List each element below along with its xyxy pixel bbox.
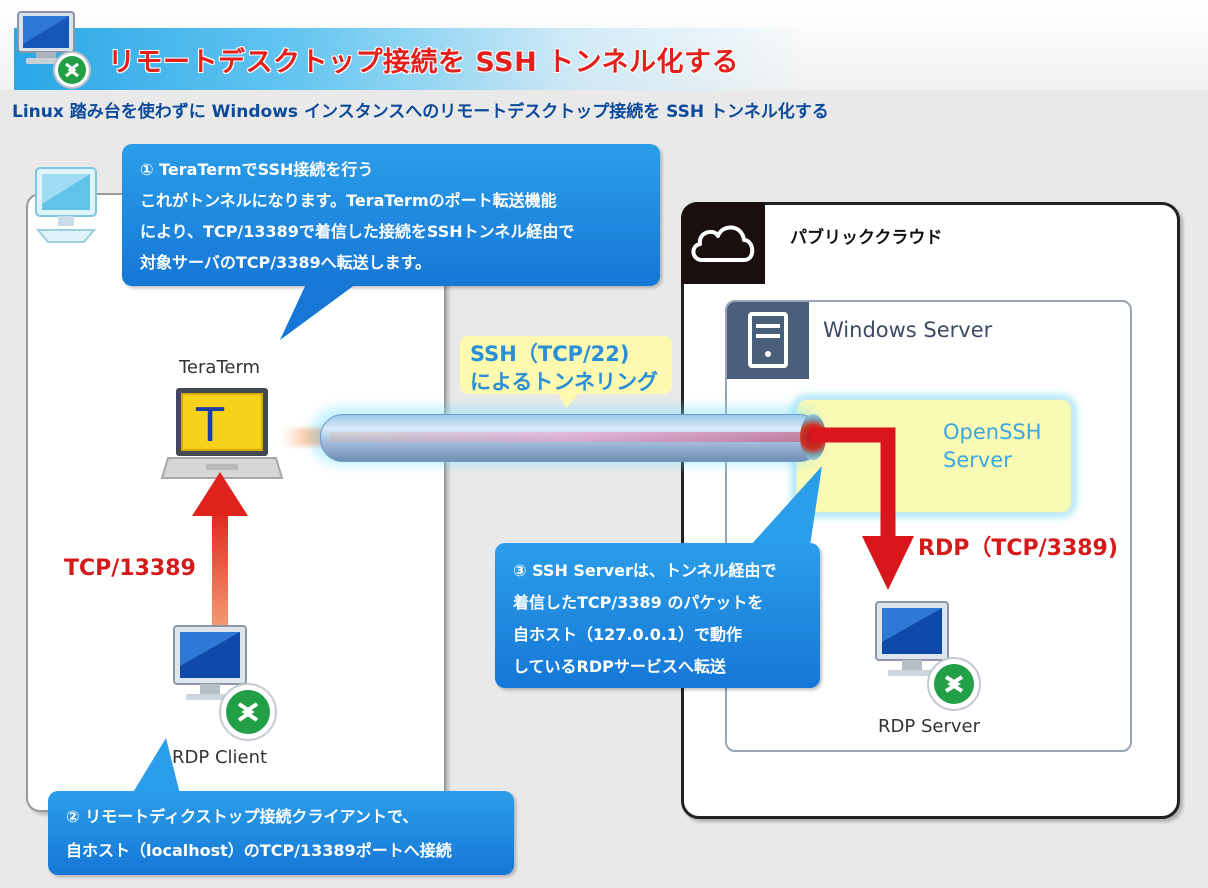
tcp-13389-arrow [192, 472, 248, 626]
windows-server-label: Windows Server [823, 318, 993, 342]
callout-step2-line1: ② リモートディクストップ接続クライアントで、 [66, 807, 419, 826]
callout-step3-line1: ③ SSH Serverは、トンネル経由で [513, 561, 777, 580]
ssh-label-pointer [556, 390, 582, 408]
callout-step2-line2: 自ホスト（localhost）のTCP/13389ポートへ接続 [66, 841, 452, 860]
rdp-3389-label: RDP（TCP/3389) [918, 536, 1118, 561]
teraterm-laptop-icon [160, 388, 284, 479]
rdp-client-label: RDP Client [172, 747, 268, 768]
ssh-label-line1: SSH（TCP/22) [470, 342, 630, 366]
openssh-line1: OpenSSH [943, 420, 1042, 444]
teraterm-label: TeraTerm [179, 357, 261, 378]
cloud-title: パブリッククラウド [790, 228, 943, 248]
ssh-label-line2: によるトンネリング [470, 370, 658, 394]
client-pc-icon [35, 167, 97, 243]
server-icon [748, 312, 788, 368]
callout-step3-pointer [750, 466, 822, 546]
callout-step3-line4: しているRDPサービスへ転送 [513, 657, 726, 676]
tunnel-core [330, 432, 808, 442]
rdp-3389-arrow [810, 427, 914, 590]
remote-desktop-icon [17, 11, 91, 89]
rdp-client-icon [173, 625, 277, 741]
rdp-server-icon [875, 601, 981, 711]
page-subtitle: Linux 踏み台を使わずに Windows インスタンスへのリモートデスクトッ… [12, 102, 829, 122]
callout-step3-line3: 自ホスト（127.0.0.1）で動作 [513, 625, 743, 644]
openssh-server-box [795, 398, 1073, 514]
cloud-icon [691, 225, 755, 262]
rdp-server-label: RDP Server [878, 716, 980, 737]
teraterm-glyph: T [196, 398, 225, 452]
callout-step2: ② リモートディクストップ接続クライアントで、 自ホスト（localhost）の… [48, 791, 514, 875]
ssh-tunnel-label-box [460, 336, 672, 394]
tcp-13389-label: TCP/13389 [64, 556, 196, 581]
callout-step1: ① TeraTermでSSH接続を行う これがトンネルになります。TeraTer… [122, 144, 660, 286]
callout-step1-line1: ① TeraTermでSSH接続を行う [140, 160, 374, 179]
callout-step3: ③ SSH Serverは、トンネル経由で 着信したTCP/3389 のパケット… [495, 543, 820, 688]
page-title: リモートデスクトップ接続を SSH トンネル化する [108, 47, 740, 78]
openssh-server-label: OpenSSH Server [943, 418, 1042, 474]
callout-step1-line2: これがトンネルになります。TeraTermのポート転送機能 [140, 191, 557, 210]
callout-step1-line3: により、TCP/13389で着信した接続をSSHトンネル経由で [140, 222, 575, 241]
openssh-line2: Server [943, 448, 1012, 472]
callout-step3-line2: 着信したTCP/3389 のパケットを [513, 593, 764, 612]
callout-step1-line4: 対象サーバのTCP/3389へ転送します。 [140, 253, 431, 272]
callout-step1-pointer [280, 284, 356, 340]
callout-step2-pointer [132, 738, 180, 794]
header-accent-bar [14, 28, 814, 90]
tunnel-entry-glow [282, 428, 326, 446]
